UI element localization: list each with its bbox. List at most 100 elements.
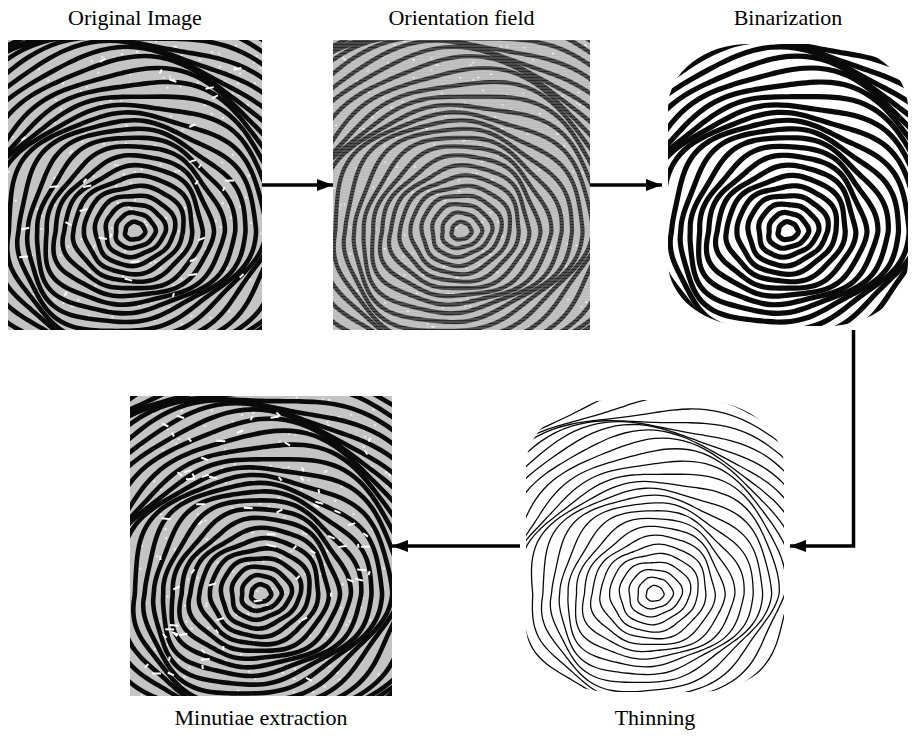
noise-speck xyxy=(391,106,393,108)
ridge-line xyxy=(668,44,908,326)
orientation-mark xyxy=(333,148,590,149)
noise-speck xyxy=(187,578,189,580)
orientation-mark xyxy=(333,235,590,236)
noise-speck xyxy=(341,486,343,488)
orientation-mark xyxy=(333,223,590,224)
ridge-line xyxy=(668,68,908,326)
noise-speck xyxy=(444,200,446,202)
minutia-mark xyxy=(355,579,363,581)
noise-speck xyxy=(322,398,324,400)
noise-speck xyxy=(497,271,499,273)
noise-speck xyxy=(71,150,73,152)
noise-speck xyxy=(37,208,39,210)
ridge-line xyxy=(668,44,908,326)
orientation-mark xyxy=(333,205,590,206)
noise-speck xyxy=(578,92,580,94)
noise-speck xyxy=(256,590,258,592)
ridge-line xyxy=(8,40,262,330)
orientation-mark xyxy=(333,328,590,329)
ridge-line xyxy=(130,396,392,696)
minutia-mark xyxy=(267,533,276,536)
orientation-mark xyxy=(333,190,590,191)
noise-speck xyxy=(181,323,183,325)
noise-speck xyxy=(293,691,295,693)
noise-speck xyxy=(139,568,141,570)
noise-speck xyxy=(240,653,242,655)
noise-speck xyxy=(77,299,79,301)
orientation-mark xyxy=(333,211,590,212)
orientation-mark xyxy=(333,139,590,140)
ridge-line xyxy=(333,82,590,330)
ridge-line xyxy=(333,40,590,330)
noise-speck xyxy=(241,414,243,416)
ridge-line xyxy=(73,175,192,281)
ridge-line xyxy=(130,409,392,696)
noise-speck xyxy=(207,627,209,629)
ridge-line xyxy=(333,40,590,330)
minutia-mark xyxy=(160,70,162,74)
ridge-line xyxy=(130,396,392,696)
noise-speck xyxy=(294,678,296,680)
noise-speck xyxy=(472,62,474,64)
ridge-line xyxy=(619,562,691,625)
minutia-mark xyxy=(368,438,371,442)
orientation-mark xyxy=(333,145,590,146)
ridge-line xyxy=(8,40,262,330)
noise-speck xyxy=(175,170,177,172)
orientation-mark xyxy=(333,262,590,263)
noise-speck xyxy=(122,275,124,277)
minutia-mark xyxy=(83,186,91,188)
minutia-mark xyxy=(189,160,196,162)
orientation-mark xyxy=(333,172,590,173)
ridge-line xyxy=(759,204,819,257)
orientation-mark xyxy=(333,247,590,248)
ridge-line xyxy=(668,44,908,326)
orientation-mark xyxy=(333,220,590,221)
noise-speck xyxy=(129,74,131,76)
ridge-line xyxy=(582,526,725,651)
panel-caption: Minutiae extraction xyxy=(171,704,352,732)
minutia-mark xyxy=(99,237,107,239)
orientation-mark xyxy=(333,115,590,116)
minutia-mark xyxy=(338,546,347,547)
ridge-line xyxy=(8,40,262,330)
noise-speck xyxy=(41,228,43,230)
noise-speck xyxy=(71,305,73,307)
noise-speck xyxy=(8,171,10,173)
ridge-line xyxy=(8,40,262,330)
minutia-mark xyxy=(244,507,253,509)
noise-speck xyxy=(89,271,91,273)
minutia-mark xyxy=(209,476,217,478)
panel-caption: Binarization xyxy=(730,4,847,32)
minutia-mark xyxy=(192,569,195,573)
noise-speck xyxy=(255,55,257,57)
orientation-mark xyxy=(333,286,590,287)
ridge-line xyxy=(8,40,262,330)
ridge-line xyxy=(600,544,706,639)
minutia-mark xyxy=(212,95,217,98)
noise-speck xyxy=(388,473,390,475)
ridge-line xyxy=(668,97,908,326)
orientation-mark xyxy=(333,256,590,257)
orientation-mark xyxy=(333,277,590,278)
ridge-line xyxy=(130,396,392,696)
panel-caption: Orientation field xyxy=(384,4,538,32)
ridge-line xyxy=(668,56,908,326)
ridge-line xyxy=(63,165,203,288)
noise-speck xyxy=(378,673,380,675)
noise-speck xyxy=(326,421,328,423)
noise-speck xyxy=(232,154,234,156)
noise-speck xyxy=(234,463,236,465)
ridge-line xyxy=(333,40,590,330)
ridge-line xyxy=(526,400,784,692)
noise-speck xyxy=(183,676,185,678)
noise-speck xyxy=(170,115,172,117)
noise-speck xyxy=(254,82,256,84)
orientation-mark xyxy=(333,232,590,233)
orientation-mark xyxy=(333,196,590,197)
noise-speck xyxy=(81,141,83,143)
ridge-line xyxy=(130,396,392,696)
ridge-line xyxy=(242,575,282,611)
ridge-line xyxy=(46,146,225,304)
orientation-mark xyxy=(333,307,590,308)
